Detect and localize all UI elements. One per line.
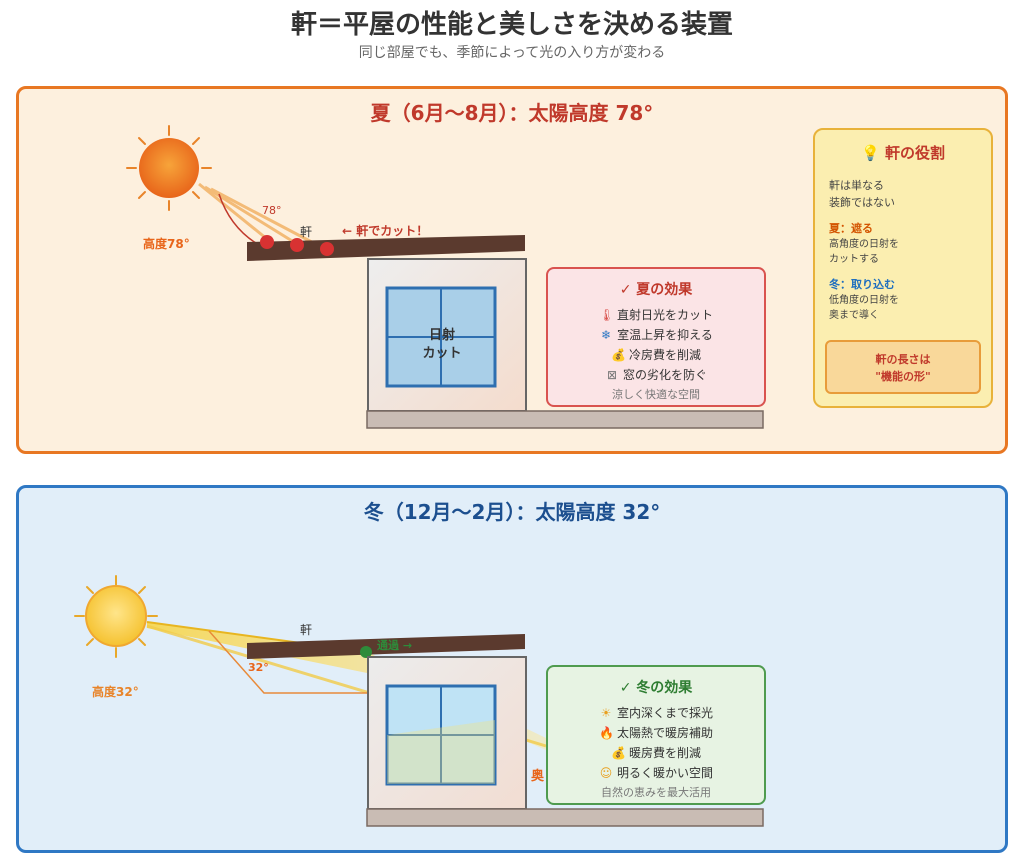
summer-blocked-mark [260,235,274,249]
money-bag-icon: 💰 [610,746,626,760]
winter-scene [74,575,764,827]
effect-item: 🌡直射日光をカット [548,305,764,325]
summer-eave-label: 軒 [300,225,313,239]
winter-effects-title: ✓ 冬の効果 [619,680,693,696]
winter-eave-label: 軒 [300,623,313,637]
winter-pass-label: 通過 → [377,639,413,652]
winter-roof-eave [247,634,525,659]
summer-window-label: 日射 カット [422,328,462,361]
summer-cut-label: ← 軒でカット！ [342,224,429,238]
summer-ground [366,410,764,429]
summer-roof-eave [247,235,525,261]
sun-icon: ☀ [600,706,612,720]
page-title: 軒＝平屋の性能と美しさを決める装置 [290,10,733,40]
lightbulb-icon: 💡 [861,144,880,162]
effect-item: ❄室温上昇を抑える [548,325,764,345]
winter-effects-card: ✓ 冬の効果 ☀室内深くまで採光 🔥太陽熱で暖房補助 💰暖房費を削減 ☺明るく暖… [546,665,766,805]
winter-effects-note: 自然の恵みを最大活用 [601,786,711,799]
summer-sun [139,138,199,198]
summer-angle-label: 78° [262,204,282,217]
summer-blocked-mark [290,238,304,252]
smile-icon: ☺ [599,766,613,780]
effect-item: 🔥太陽熱で暖房補助 [548,723,764,743]
effect-item: ☺明るく暖かい空間 [548,763,764,783]
role-winter-head: 冬：取り込む [829,278,895,291]
summer-effects-card: ✓ 夏の効果 🌡直射日光をカット ❄室温上昇を抑える 💰冷房費を削減 ⊠窓の劣化… [546,267,766,407]
summer-sun-label: 高度78° [143,237,190,251]
winter-deep-label: 奥 [531,769,545,784]
winter-sun-label: 高度32° [92,685,139,699]
role-winter-text: 低角度の日射を 奥まで導く [829,295,899,321]
winter-angle-label: 32° [248,661,269,674]
page-subtitle: 同じ部屋でも、季節によって光の入り方が変わる [358,45,666,61]
winter-panel: 冬（12月〜2月）：太陽高度 32° [16,485,1008,853]
effect-item: 💰暖房費を削減 [548,743,764,763]
summer-sun-rays [126,125,212,211]
summer-blocked-mark [320,242,334,256]
winter-title: 冬（12月〜2月）：太陽高度 32° [363,500,661,524]
winter-sun [85,585,147,647]
effect-item: ⊠窓の劣化を防ぐ [548,365,764,385]
winter-sun-rays [74,575,158,658]
role-card: 💡 軒の役割 軒は単なる 装飾ではない 夏：遮る 高角度の日射を カットする 冬… [813,128,993,408]
summer-effects-note: 涼しく快適な空間 [612,388,700,401]
flame-icon: 🔥 [598,726,614,740]
role-summer-head: 夏：遮る [829,222,873,235]
winter-ground [366,808,764,827]
snowflake-icon: ❄ [601,328,612,342]
window-icon: ⊠ [606,368,618,382]
role-highlight-box: 軒の長さは "機能の形" [825,340,981,394]
winter-sun-beam [147,622,546,750]
role-summer-text: 高角度の日射を カットする [829,239,899,265]
role-intro: 軒は単なる 装飾ではない [829,179,895,209]
winter-angle-guide [208,630,368,694]
summer-title: 夏（6月〜8月）：太陽高度 78° [370,101,654,125]
winter-pass-point [360,646,372,658]
money-bag-icon: 💰 [610,348,626,362]
summer-effects-title: ✓ 夏の効果 [619,282,693,298]
thermometer-icon: 🌡 [598,308,615,322]
summer-panel: 夏（6月〜8月）：太陽高度 78° [16,86,1008,454]
effect-item: 💰冷房費を削減 [548,345,764,365]
effect-item: ☀室内深くまで採光 [548,703,764,723]
role-title: 💡 軒の役割 [861,144,945,162]
summer-scene [126,125,764,429]
